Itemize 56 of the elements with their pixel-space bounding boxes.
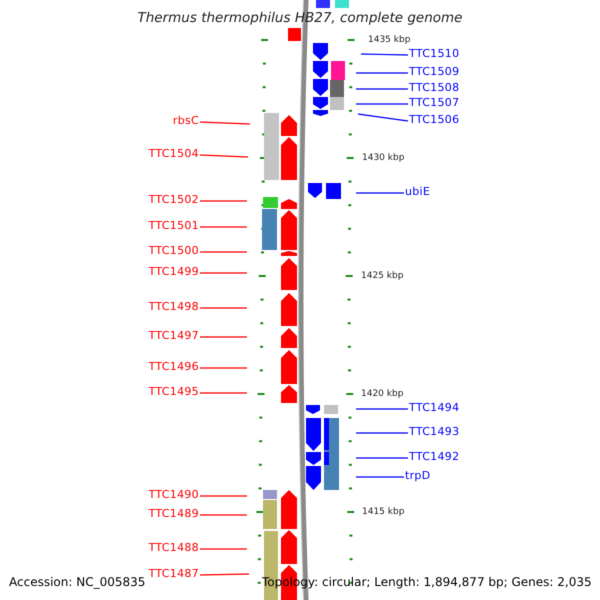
gene-label: TTC1498 bbox=[148, 300, 199, 313]
leader-line bbox=[200, 367, 247, 369]
gene-label: TTC1506 bbox=[409, 113, 460, 126]
leader-line bbox=[356, 192, 404, 194]
leader-line bbox=[200, 272, 247, 274]
leader-line bbox=[200, 495, 247, 497]
leader-line bbox=[200, 121, 250, 125]
gene-label: TTC1494 bbox=[409, 401, 460, 414]
scale-label: 1425 kbp bbox=[361, 271, 404, 281]
gene-label: TTC1487 bbox=[148, 567, 199, 580]
leader-line bbox=[356, 408, 408, 410]
leader-line bbox=[356, 72, 408, 74]
leader-line bbox=[356, 476, 404, 478]
scale-label: 1430 kbp bbox=[362, 153, 404, 163]
leader-line bbox=[360, 53, 408, 56]
scale-label: 1415 kbp bbox=[362, 507, 404, 517]
leader-line bbox=[200, 573, 250, 576]
scale-label: 1435 kbp bbox=[368, 35, 410, 45]
gene-label: TTC1489 bbox=[148, 507, 199, 520]
diagram-title: Thermus thermophilus HB27, complete genome bbox=[136, 10, 464, 26]
leader-line bbox=[200, 514, 247, 516]
leader-line bbox=[200, 336, 247, 338]
leader-line bbox=[356, 103, 408, 105]
leader-line bbox=[356, 432, 408, 434]
gene-label: trpD bbox=[405, 469, 430, 482]
gene-label: TTC1501 bbox=[148, 219, 199, 232]
leader-line bbox=[200, 251, 247, 253]
leader-line bbox=[200, 392, 247, 394]
gene-label: TTC1493 bbox=[409, 425, 460, 438]
leader-line bbox=[200, 200, 247, 202]
accession-text: Accession: NC_005835 bbox=[9, 575, 146, 589]
leader-line bbox=[356, 457, 408, 459]
gene-label: TTC1490 bbox=[148, 488, 199, 501]
scale-label: 1420 kbp bbox=[361, 389, 404, 399]
gene-label: TTC1504 bbox=[148, 147, 199, 160]
gene-label: TTC1497 bbox=[148, 329, 199, 342]
gene-label: TTC1492 bbox=[409, 450, 460, 463]
gene-label: TTC1509 bbox=[409, 65, 460, 78]
gene-label: TTC1500 bbox=[148, 244, 199, 257]
genome-info-text: Topology: circular; Length: 1,894,877 bp; Genes: 2,035 bbox=[262, 575, 592, 589]
leader-line bbox=[358, 113, 408, 122]
leader-line bbox=[200, 226, 247, 228]
gene-label: TTC1495 bbox=[148, 385, 199, 398]
gene-label: TTC1507 bbox=[409, 96, 460, 109]
gene-label: TTC1496 bbox=[148, 360, 199, 373]
leader-line bbox=[200, 548, 247, 550]
gene-label: TTC1510 bbox=[409, 47, 460, 60]
leader-line bbox=[200, 154, 248, 158]
gene-label: TTC1488 bbox=[148, 541, 199, 554]
leader-line bbox=[200, 307, 247, 309]
gene-label: rbsC bbox=[172, 114, 199, 127]
leader-line bbox=[356, 88, 408, 90]
gene-label: TTC1499 bbox=[148, 265, 199, 278]
gene-label: TTC1508 bbox=[409, 81, 460, 94]
gene-label: TTC1502 bbox=[148, 193, 199, 206]
gene-label: ubiE bbox=[405, 185, 430, 198]
